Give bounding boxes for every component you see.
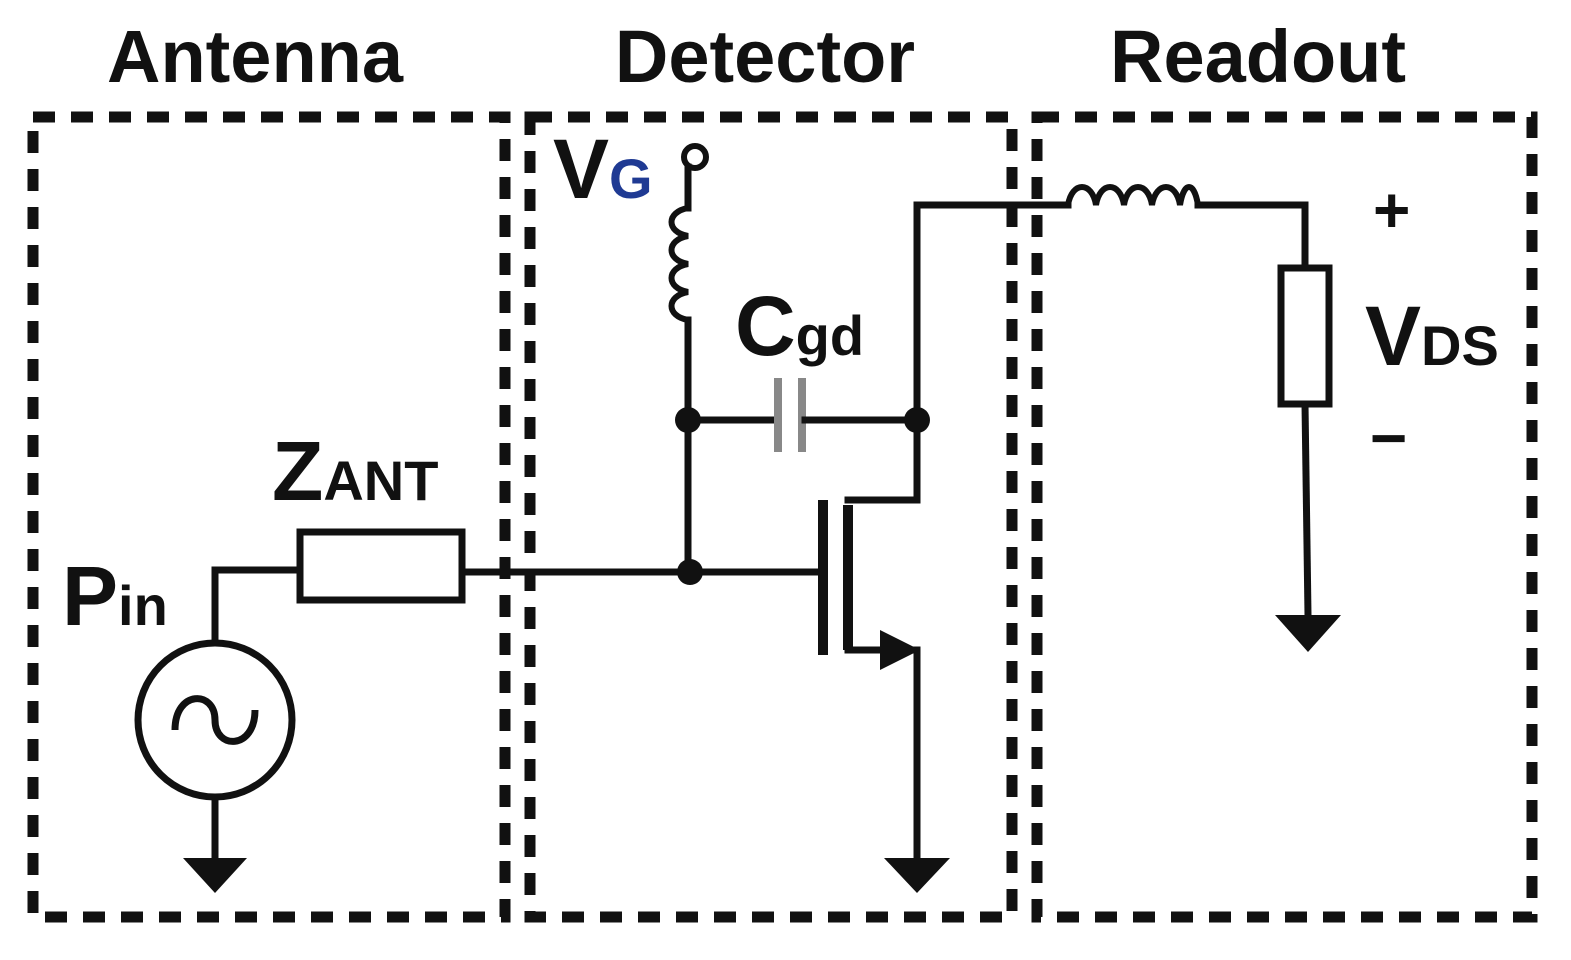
ground-icon-source <box>183 858 247 893</box>
load-resistor <box>1277 264 1333 408</box>
antenna-box <box>27 111 511 923</box>
detector-circuit <box>668 143 1016 893</box>
readout-inductor-icon <box>1065 184 1201 206</box>
label-cgd: Cgd <box>735 279 864 373</box>
label-vg: VG <box>553 122 653 216</box>
detector-box <box>524 111 1018 923</box>
wire-drain <box>844 201 1016 504</box>
junction-dot-gate-top <box>675 407 701 433</box>
zant-resistor <box>296 528 466 604</box>
label-pin: Pin <box>62 549 168 643</box>
vg-terminal-icon <box>681 143 709 171</box>
ground-icon-detector <box>884 858 950 893</box>
wire-inductor-to-load <box>1194 201 1309 272</box>
label-zant: ZANT <box>272 424 438 518</box>
label-vds: VDS <box>1365 289 1499 383</box>
wire-load-ground <box>1301 400 1312 619</box>
section-title-readout: Readout <box>1110 15 1406 98</box>
ground-icon-readout <box>1275 615 1341 652</box>
readout-circuit <box>1008 184 1341 652</box>
antenna-circuit <box>134 528 694 893</box>
section-title-detector: Detector <box>615 15 915 98</box>
readout-box <box>1031 111 1538 923</box>
vds-minus-sign: − <box>1370 402 1407 474</box>
vds-plus-sign: + <box>1373 174 1410 246</box>
section-title-antenna: Antenna <box>107 15 404 98</box>
wire-source <box>844 646 921 864</box>
fet-source-arrow-icon <box>880 630 920 670</box>
gate-inductor-icon <box>668 205 689 323</box>
sine-wave-icon <box>171 695 259 745</box>
wire-source-to-zant <box>211 566 304 646</box>
